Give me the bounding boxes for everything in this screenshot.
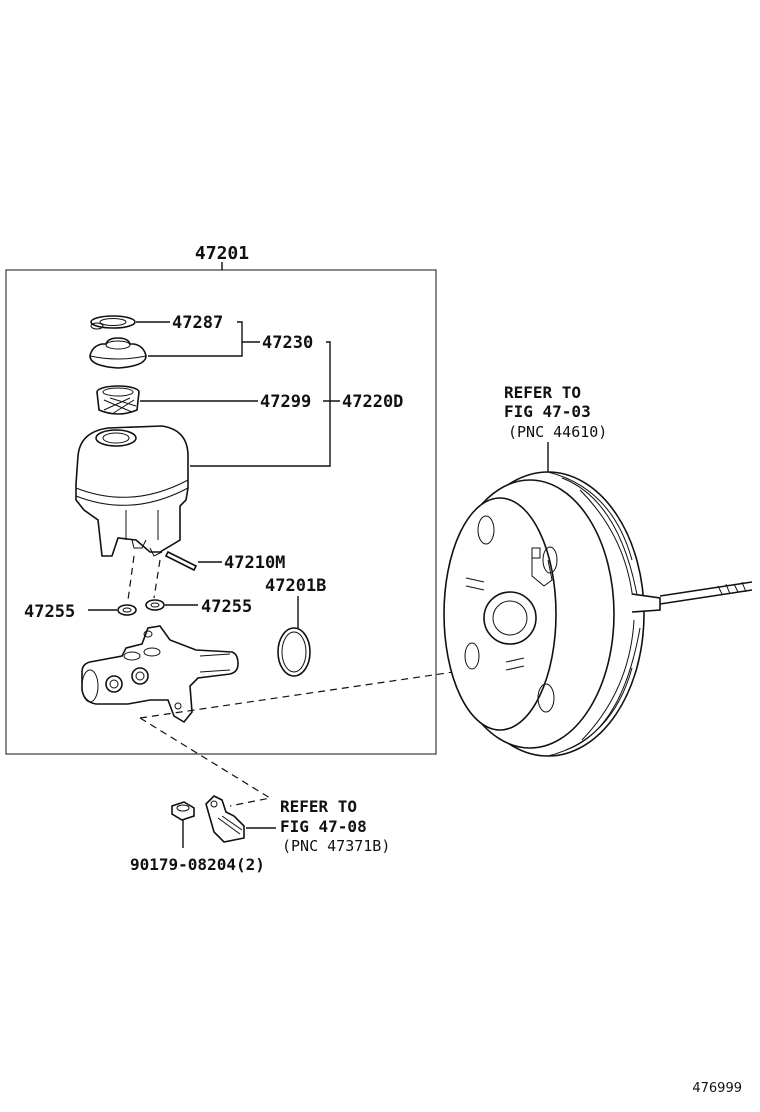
part-label-47287[interactable]: 47287 <box>172 313 223 333</box>
booster-ref-line3[interactable]: (PNC 44610) <box>508 423 607 441</box>
booster-ref-line2[interactable]: FIG 47-03 <box>504 402 591 421</box>
booster-ref-line1[interactable]: REFER TO <box>504 383 581 402</box>
bracket-ref-line3[interactable]: (PNC 47371B) <box>282 837 390 855</box>
grommet-right-part[interactable] <box>145 599 165 611</box>
connection-line-bracket <box>139 717 272 807</box>
reservoir-tank-part[interactable] <box>75 425 189 557</box>
bracket-ref-line2[interactable]: FIG 47-08 <box>280 817 367 836</box>
assembly-label[interactable]: 47201 <box>195 243 249 264</box>
brake-booster-part[interactable] <box>443 471 753 757</box>
connection-line-booster <box>139 663 509 719</box>
part-label-47255-left[interactable]: 47255 <box>24 602 75 622</box>
nut-part[interactable] <box>171 801 195 821</box>
strainer-part[interactable] <box>96 385 140 415</box>
pin-part[interactable] <box>164 550 198 572</box>
reservoir-cap-part[interactable] <box>89 337 147 369</box>
assembly-frame <box>5 269 437 755</box>
master-cylinder-part[interactable] <box>81 625 239 724</box>
part-label-90179[interactable]: 90179-08204(2) <box>130 855 265 874</box>
part-label-47220D[interactable]: 47220D <box>342 392 403 412</box>
part-label-47201B[interactable]: 47201B <box>265 576 326 596</box>
guide-line <box>127 555 135 601</box>
bracket-part[interactable] <box>205 795 245 843</box>
leader-47220D-bracket <box>190 341 331 467</box>
diagram-id: 476999 <box>692 1081 742 1096</box>
part-label-47210M[interactable]: 47210M <box>224 553 285 573</box>
guide-line <box>153 559 161 599</box>
part-label-47299[interactable]: 47299 <box>260 392 311 412</box>
seal-ring-part[interactable] <box>90 315 136 330</box>
part-label-47230[interactable]: 47230 <box>262 333 313 353</box>
part-label-47255-right[interactable]: 47255 <box>201 597 252 617</box>
bracket-ref-line1[interactable]: REFER TO <box>280 797 357 816</box>
o-ring-part[interactable] <box>277 627 311 677</box>
leader-47230-bracket <box>148 321 243 357</box>
grommet-left-part[interactable] <box>117 604 137 616</box>
